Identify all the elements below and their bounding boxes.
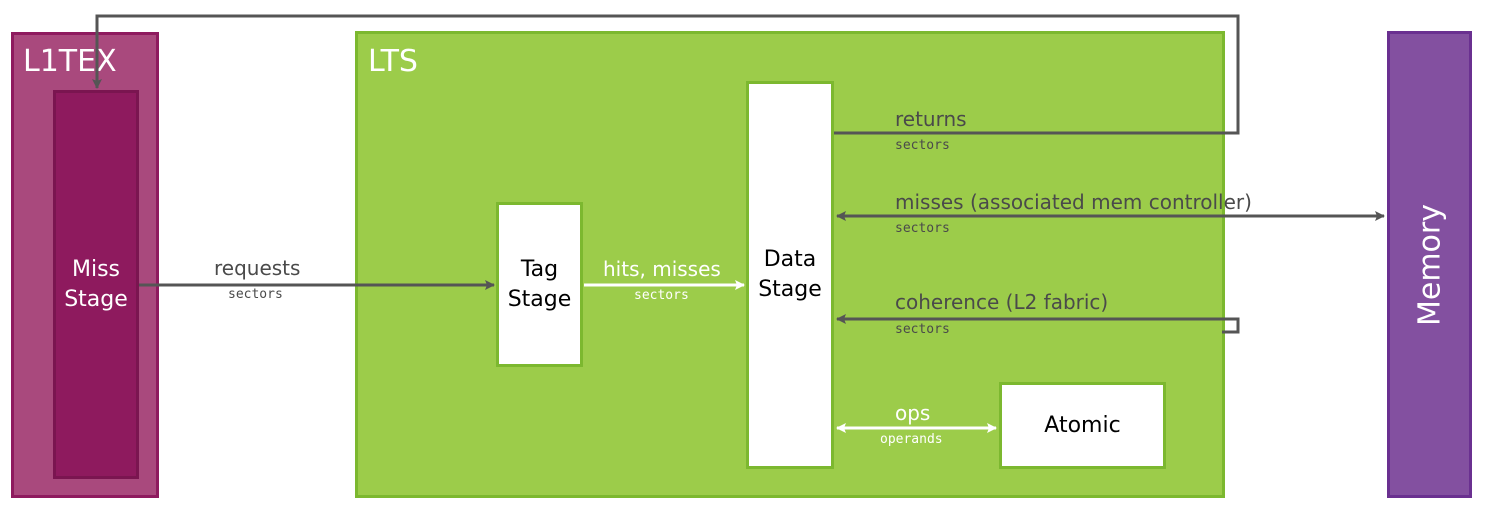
tag-stage-label: Tag Stage (507, 256, 572, 312)
misses-mem-unit: sectors (895, 221, 950, 236)
coherence-arrow (1222, 317, 1240, 334)
memory-block: Memory (1387, 31, 1472, 498)
returns-arrow (92, 14, 1240, 135)
hits-misses-unit: sectors (634, 288, 689, 303)
lts-title: LTS (368, 44, 418, 79)
miss-stage-label: Miss Stage (64, 256, 128, 312)
data-stage-label: Data Stage (758, 247, 822, 302)
atomic-label: Atomic (1044, 412, 1121, 438)
returns-unit: sectors (895, 138, 950, 153)
miss-stage-block: Miss Stage (53, 90, 139, 479)
data-stage-block: Data Stage (746, 81, 834, 469)
ops-label: ops (895, 401, 931, 425)
tag-stage-block: Tag Stage (496, 202, 583, 367)
l1tex-title: L1TEX (23, 44, 117, 79)
requests-label: requests (214, 256, 301, 280)
misses-mem-label: misses (associated mem controller) (895, 190, 1252, 214)
coherence-unit: sectors (895, 322, 950, 337)
ops-unit: operands (880, 432, 943, 447)
returns-label: returns (895, 107, 967, 131)
requests-unit: sectors (228, 287, 283, 302)
atomic-block: Atomic (999, 382, 1166, 469)
hits-misses-label: hits, misses (603, 257, 721, 281)
coherence-label: coherence (L2 fabric) (895, 290, 1109, 314)
